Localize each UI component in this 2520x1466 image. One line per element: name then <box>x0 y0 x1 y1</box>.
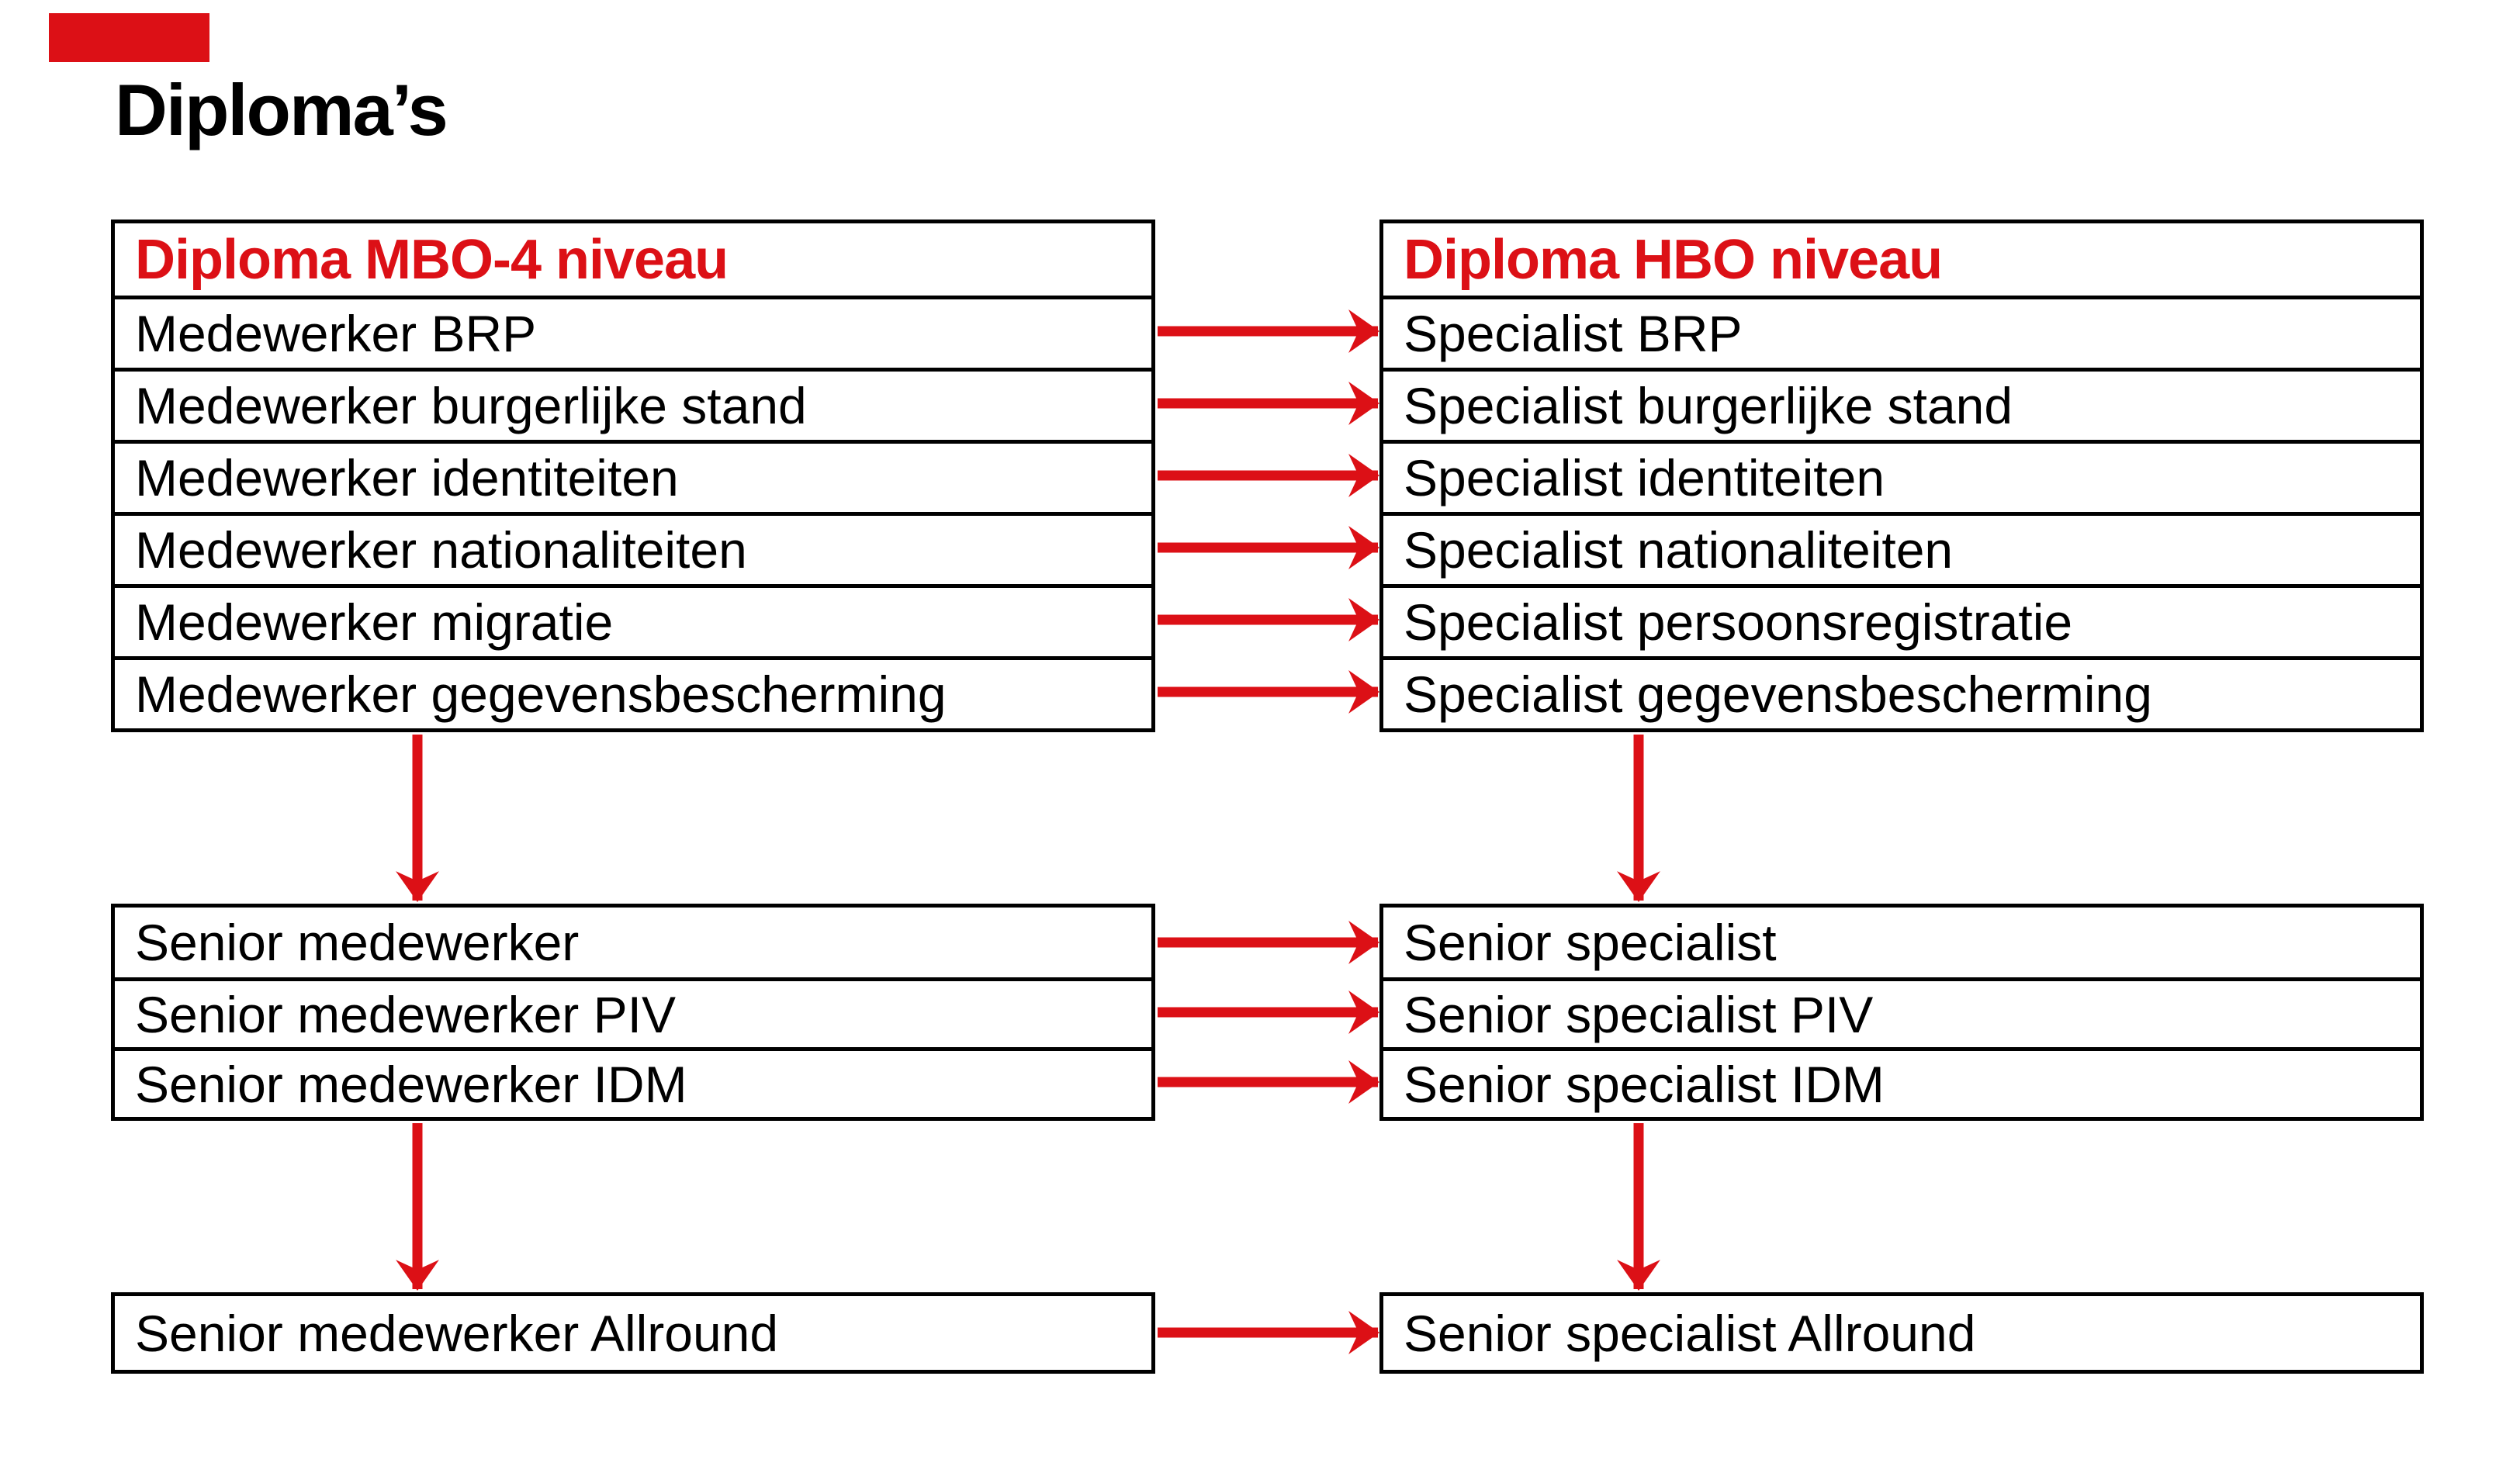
table-row: Medewerker gegevensbescherming <box>115 656 1151 728</box>
table-row: Senior specialist IDM <box>1383 1047 2420 1117</box>
table-row: Senior medewerker <box>135 914 580 971</box>
table-row: Medewerker migratie <box>115 584 1151 656</box>
table-row: Medewerker BRP <box>115 296 1151 368</box>
table-header-mbo4: Diploma MBO-4 niveau <box>135 228 729 291</box>
table-row: Senior specialist PIV <box>1383 977 2420 1047</box>
box-senior-medewerker-allround: Senior medewerker Allround <box>111 1292 1155 1374</box>
table-diploma-mbo4: Diploma MBO-4 niveau Medewerker BRP Mede… <box>111 220 1155 732</box>
table-row: Specialist gegevensbescherming <box>1383 656 2420 728</box>
table-row: Senior specialist <box>1404 914 1777 971</box>
table-senior-medewerker: Senior medewerker Senior medewerker PIV … <box>111 904 1155 1121</box>
table-row: Medewerker identiteiten <box>115 440 1151 512</box>
table-row: Specialist identiteiten <box>1383 440 2420 512</box>
table-row: Specialist persoonsregistratie <box>1383 584 2420 656</box>
table-diploma-hbo: Diploma HBO niveau Specialist BRP Specia… <box>1379 220 2424 732</box>
table-senior-specialist: Senior specialist Senior specialist PIV … <box>1379 904 2424 1121</box>
table-row: Specialist BRP <box>1383 296 2420 368</box>
table-row: Senior medewerker IDM <box>115 1047 1151 1117</box>
table-row: Medewerker burgerlijke stand <box>115 368 1151 440</box>
table-row: Specialist burgerlijke stand <box>1383 368 2420 440</box>
table-row: Specialist nationaliteiten <box>1383 512 2420 584</box>
table-row: Senior specialist Allround <box>1404 1304 1976 1362</box>
corner-accent-bar <box>49 13 209 62</box>
table-row: Senior medewerker Allround <box>135 1304 779 1362</box>
table-row: Medewerker nationaliteiten <box>115 512 1151 584</box>
table-header-hbo: Diploma HBO niveau <box>1404 228 1943 291</box>
box-senior-specialist-allround: Senior specialist Allround <box>1379 1292 2424 1374</box>
page-title: Diploma’s <box>115 69 448 150</box>
table-row: Senior medewerker PIV <box>115 977 1151 1047</box>
